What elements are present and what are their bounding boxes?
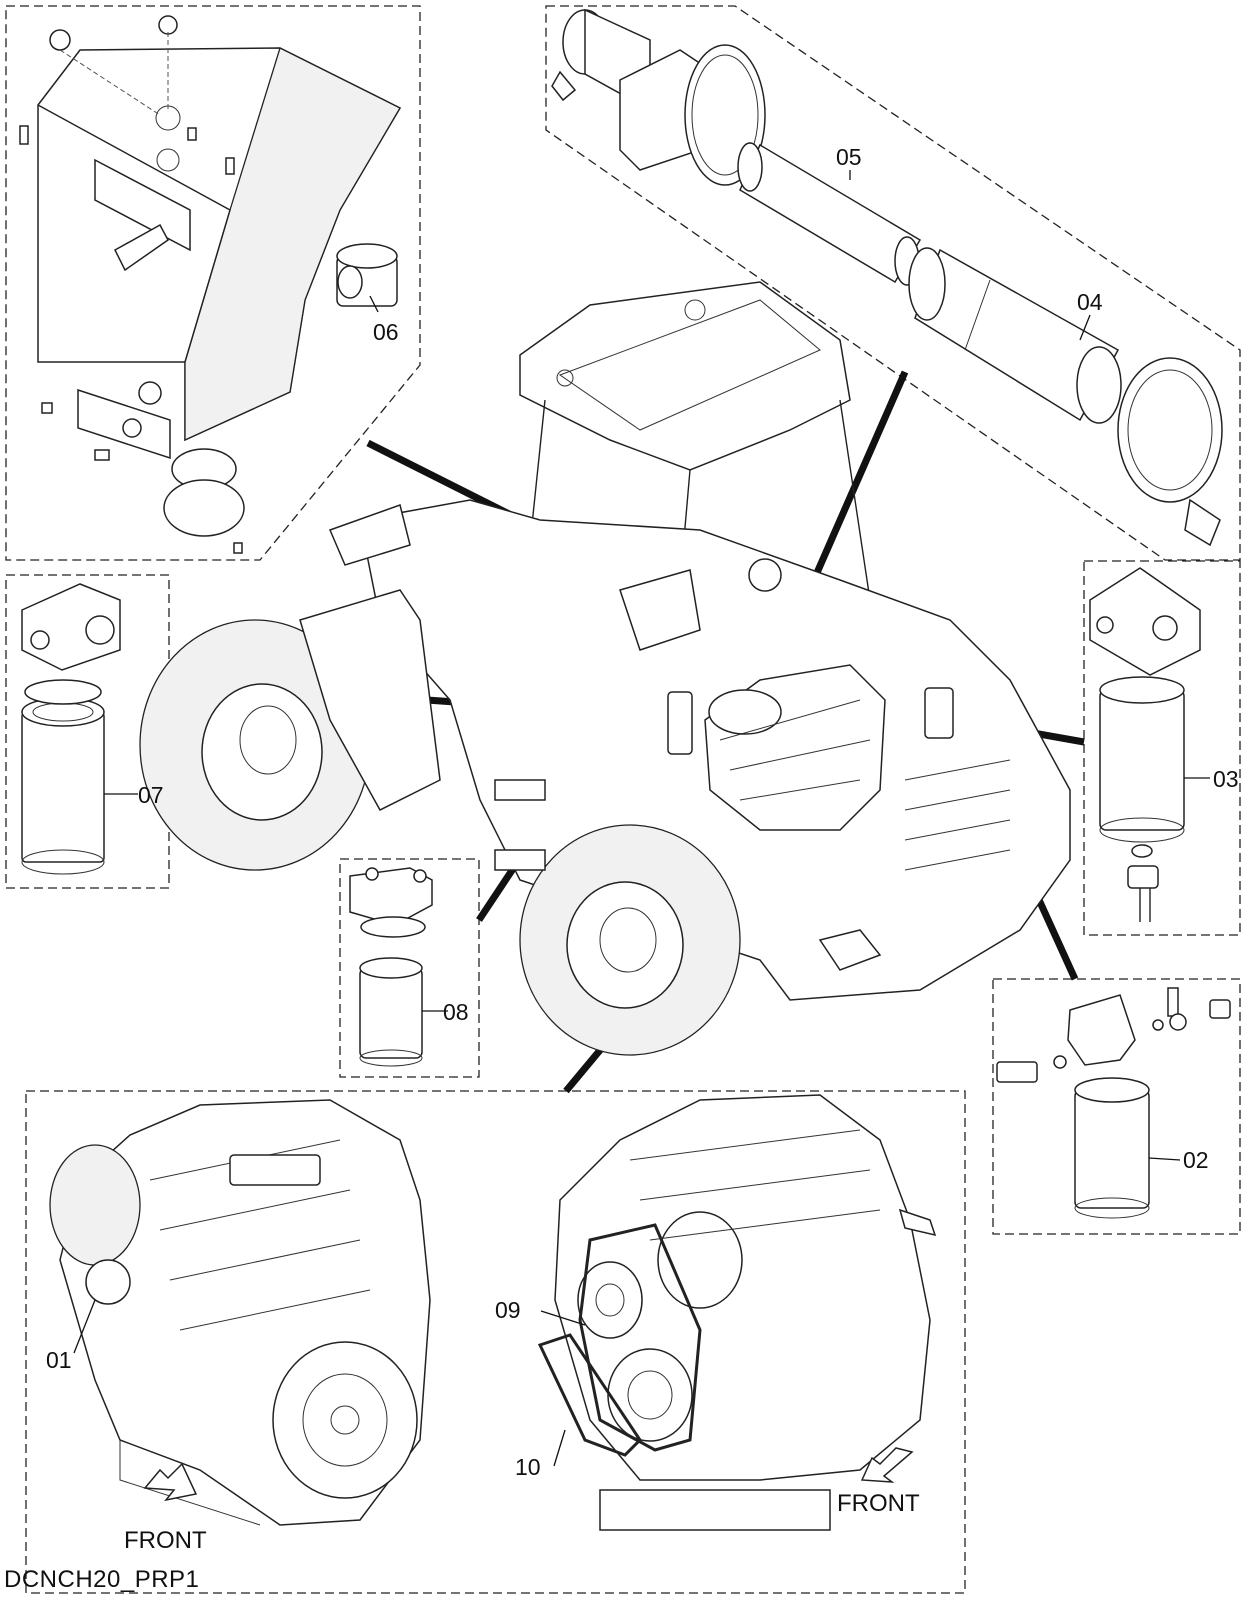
- filter-08: [349, 867, 433, 1067]
- front-arrow-right: FRONT: [837, 1447, 920, 1517]
- filter-element-04: [908, 247, 1122, 424]
- panel-air-filter: [545, 5, 1241, 561]
- callout-09: 09: [495, 1297, 521, 1323]
- hydraulic-filter-07: [21, 583, 121, 875]
- panel-engine: [25, 1090, 966, 1594]
- callout-labels: 06 05 04 03 02 08 07 01 09 10: [46, 144, 1239, 1480]
- engine-right-view: [537, 1094, 937, 1531]
- callout-05: 05: [836, 144, 862, 170]
- front-arrow-left: FRONT: [124, 1462, 207, 1554]
- fuel-tank-assembly: [19, 15, 402, 554]
- panel-filter-08: [339, 858, 480, 1078]
- front-label-left: FRONT: [124, 1527, 207, 1554]
- front-label-right: FRONT: [837, 1490, 920, 1517]
- document-id: DCNCH20_PRP1: [4, 1566, 200, 1593]
- air-filter-assembly: [551, 8, 1223, 547]
- callout-02: 02: [1183, 1147, 1209, 1173]
- filter-element-05: [737, 142, 922, 286]
- filter-06: [336, 243, 398, 307]
- callout-01: 01: [46, 1347, 72, 1373]
- panel-filter-03: [1083, 560, 1241, 936]
- callout-08: 08: [443, 999, 469, 1025]
- callout-07: 07: [138, 782, 164, 808]
- filter-03: [1089, 567, 1201, 922]
- callout-pointers: [73, 170, 1210, 1467]
- panel-fuel-tank: [5, 5, 421, 561]
- callout-03: 03: [1213, 766, 1239, 792]
- panel-fuel-filter-02: [992, 978, 1241, 1235]
- fuel-filter-02: [996, 987, 1231, 1219]
- engine-left-view: [49, 1099, 431, 1526]
- callout-06: 06: [373, 319, 399, 345]
- machine-illustration: [139, 281, 1071, 1056]
- callout-04: 04: [1077, 289, 1103, 315]
- callout-10: 10: [515, 1454, 541, 1480]
